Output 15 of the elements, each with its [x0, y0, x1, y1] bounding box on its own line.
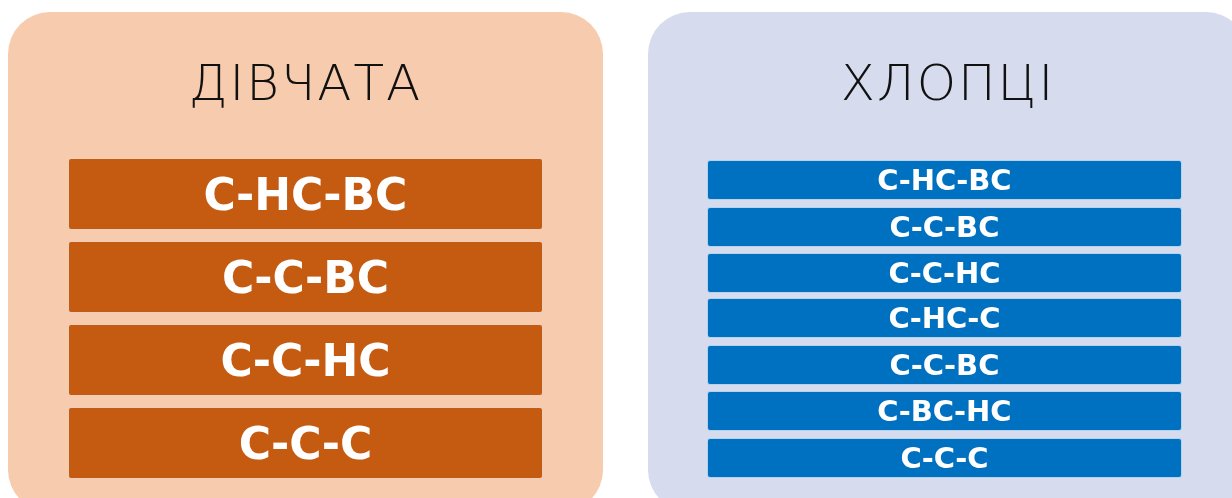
panel-title: ХЛОПЦІ	[839, 54, 1057, 112]
category-bar: С-ВС-НС	[707, 391, 1182, 431]
category-bar: С-НС-С	[707, 298, 1182, 338]
panel-title: ДІВЧАТА	[187, 54, 424, 112]
category-bar: С-С-ВС	[707, 345, 1182, 385]
category-bar: С-С-НС	[68, 324, 543, 396]
category-bar: С-С-С	[707, 438, 1182, 478]
category-bar: С-С-ВС	[68, 241, 543, 313]
category-bar: С-С-ВС	[707, 207, 1182, 247]
group-panel	[8, 12, 603, 498]
group-panel	[648, 12, 1232, 498]
category-bar: С-НС-ВС	[707, 160, 1182, 200]
category-bar: С-С-НС	[707, 253, 1182, 293]
category-bar: С-С-С	[68, 407, 543, 479]
category-bar: С-НС-ВС	[68, 158, 543, 230]
